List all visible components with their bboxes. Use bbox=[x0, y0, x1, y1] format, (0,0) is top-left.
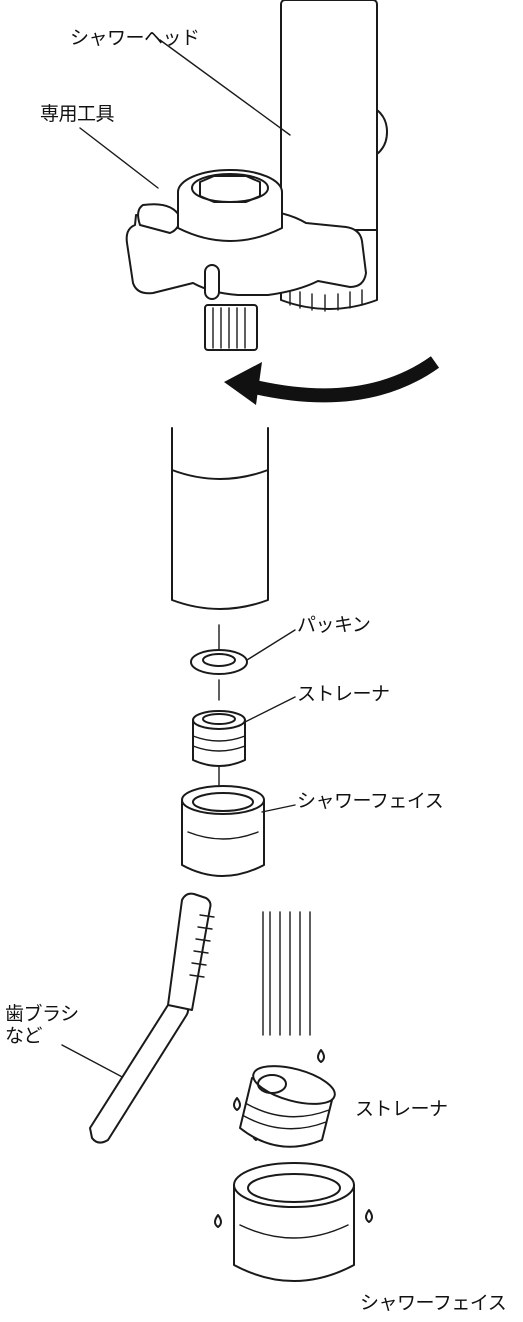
label-toothbrush: 歯ブラシ など bbox=[5, 1003, 79, 1047]
pipe-lower bbox=[171, 427, 269, 610]
label-packing: パッキン bbox=[297, 614, 371, 636]
shower-face-part bbox=[181, 785, 265, 877]
label-shower-face-top: シャワーフェイス bbox=[297, 790, 444, 812]
leader-lines bbox=[61, 39, 296, 1081]
label-strainer-top: ストレーナ bbox=[297, 683, 390, 705]
label-special-tool: 専用工具 bbox=[40, 103, 115, 125]
shower-face-cleaning bbox=[233, 1162, 355, 1282]
shower-head-with-tool bbox=[125, 0, 388, 351]
water-stream bbox=[262, 911, 311, 1036]
label-strainer-bottom: ストレーナ bbox=[355, 1098, 448, 1120]
packing-ring bbox=[190, 649, 248, 675]
strainer-cleaning bbox=[239, 1065, 336, 1148]
rotation-arrow bbox=[224, 356, 440, 405]
strainer-part bbox=[192, 710, 246, 767]
label-shower-head: シャワーヘッド bbox=[70, 27, 200, 49]
toothbrush-drawing bbox=[89, 892, 215, 1144]
label-shower-face-bottom: シャワーフェイス bbox=[360, 1292, 507, 1314]
